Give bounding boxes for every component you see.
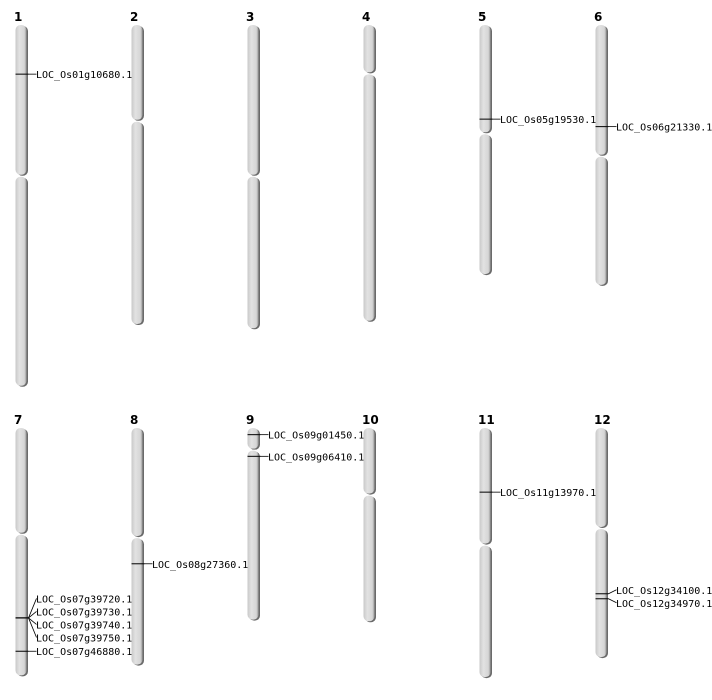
gene-label[interactable]: LOC_Os09g06410.1 [268, 452, 364, 463]
short-arm [131, 428, 143, 537]
short-arm [363, 428, 375, 494]
gene-label[interactable]: LOC_Os07g39730.1 [36, 607, 132, 618]
gene-marker[interactable]: LOC_Os08g27360.1 [131, 560, 249, 571]
long-arm [131, 538, 143, 665]
gene-marker[interactable]: LOC_Os06g21330.1 [595, 123, 712, 134]
long-arm [479, 545, 491, 678]
long-arm [479, 134, 491, 275]
short-arm [15, 428, 27, 533]
chromosome-number: 11 [478, 413, 495, 427]
gene-label[interactable]: LOC_Os07g39740.1 [36, 620, 132, 631]
chromosome-10: 10 [362, 413, 379, 623]
chromosome-2: 2 [130, 10, 144, 326]
long-arm [363, 74, 375, 321]
gene-marker[interactable]: LOC_Os07g46880.1 [15, 647, 133, 658]
gene-label[interactable]: LOC_Os01g10680.1 [36, 70, 132, 81]
gene-label[interactable]: LOC_Os09g01450.1 [268, 431, 364, 442]
gene-marker[interactable]: LOC_Os09g06410.1 [247, 452, 365, 463]
chromosome-number: 12 [594, 413, 611, 427]
gene-label[interactable]: LOC_Os07g46880.1 [36, 647, 132, 658]
gene-connector [28, 598, 37, 619]
chromosome-number: 5 [478, 10, 486, 24]
chromosome-4: 4 [362, 10, 376, 322]
gene-marker[interactable]: LOC_Os07g39750.1 [15, 617, 133, 645]
chromosome-number: 3 [246, 10, 254, 24]
gene-label[interactable]: LOC_Os12g34970.1 [616, 599, 712, 610]
short-arm [247, 25, 259, 175]
short-arm [247, 428, 259, 449]
chromosome-number: 2 [130, 10, 138, 24]
gene-connector [28, 611, 37, 619]
long-arm [247, 450, 259, 620]
gene-label[interactable]: LOC_Os11g13970.1 [500, 488, 596, 499]
gene-label[interactable]: LOC_Os08g27360.1 [152, 560, 248, 571]
chromosome-number: 7 [14, 413, 22, 427]
short-arm [15, 25, 27, 175]
chromosome-number: 6 [594, 10, 602, 24]
gene-label[interactable]: LOC_Os07g39750.1 [36, 633, 132, 644]
long-arm [15, 534, 27, 676]
chromosome-7: 7LOC_Os07g39720.1LOC_Os07g39730.1LOC_Os0… [14, 413, 133, 677]
short-arm [479, 25, 491, 133]
gene-label[interactable]: LOC_Os07g39720.1 [36, 594, 132, 605]
gene-marker[interactable]: LOC_Os09g01450.1 [247, 431, 365, 442]
gene-connector [28, 617, 37, 625]
short-arm [363, 25, 375, 73]
long-arm [595, 156, 607, 285]
long-arm [595, 528, 607, 658]
chromosome-3: 3 [246, 10, 260, 330]
long-arm [363, 495, 375, 622]
gene-connector [608, 598, 617, 604]
chromosome-number: 4 [362, 10, 370, 24]
gene-connector [608, 589, 617, 595]
chromosome-number: 8 [130, 413, 138, 427]
gene-marker[interactable]: LOC_Os01g10680.1 [15, 70, 133, 81]
gene-label[interactable]: LOC_Os05g19530.1 [500, 115, 596, 126]
long-arm [131, 121, 143, 325]
chromosome-number: 10 [362, 413, 379, 427]
long-arm [247, 176, 259, 329]
short-arm [131, 25, 143, 120]
gene-marker[interactable]: LOC_Os05g19530.1 [479, 115, 597, 126]
gene-marker[interactable]: LOC_Os11g13970.1 [479, 488, 597, 499]
gene-marker[interactable]: LOC_Os12g34970.1 [595, 598, 712, 610]
short-arm [595, 25, 607, 155]
gene-label[interactable]: LOC_Os06g21330.1 [616, 123, 712, 134]
chromosome-number: 9 [246, 413, 254, 427]
gene-marker[interactable]: LOC_Os12g34100.1 [595, 586, 712, 597]
gene-marker[interactable]: LOC_Os07g39730.1 [15, 607, 133, 619]
long-arm [15, 176, 27, 386]
gene-connector [28, 617, 37, 638]
gene-label[interactable]: LOC_Os12g34100.1 [616, 586, 712, 597]
short-arm [595, 428, 607, 527]
short-arm [479, 428, 491, 544]
chromosome-number: 1 [14, 10, 22, 24]
